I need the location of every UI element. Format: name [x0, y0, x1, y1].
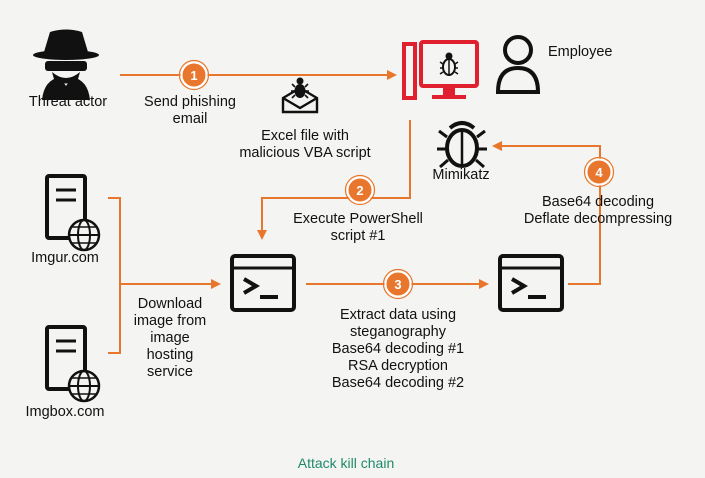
envelope-bug-icon [281, 77, 319, 114]
step-number: 1 [190, 68, 197, 83]
imgur-label: Imgur.com [31, 250, 99, 266]
download-label-line2: image from [133, 313, 207, 329]
step-3-label-line2: steganography [350, 324, 446, 340]
extract-detail-line1: Base64 decoding #1 [331, 341, 465, 357]
step-number: 2 [356, 183, 363, 198]
excel-label-line2: malicious VBA script [239, 145, 371, 161]
step-badge-2: 2 [344, 174, 376, 206]
step-1-label-line2: email [172, 111, 208, 127]
terminal-icon [230, 254, 296, 312]
person-icon [495, 35, 541, 94]
mimikatz-label: Mimikatz [432, 167, 490, 183]
connector-imgur [108, 197, 121, 354]
extract-detail-line3: Base64 decoding #2 [331, 375, 465, 391]
step-2-label-line2: script #1 [330, 228, 386, 244]
threat-actor-label: Threat actor [28, 94, 108, 110]
step-badge-1: 1 [178, 59, 210, 91]
employee-label: Employee [548, 44, 613, 60]
imgbox-label: Imgbox.com [25, 404, 105, 420]
step-4-label-line2: Deflate decompressing [523, 211, 673, 227]
arrow-computer-to-terminal-1 [257, 120, 411, 240]
step-badge-4: 4 [583, 156, 615, 188]
download-label-line1: Download [137, 296, 203, 312]
excel-label-line1: Excel file with [261, 128, 349, 144]
terminal-icon [498, 254, 564, 312]
computer-bug-icon [402, 40, 479, 100]
step-4-label-line1: Base64 decoding [541, 194, 655, 210]
step-1-label-line1: Send phishing [144, 94, 236, 110]
step-2-label-line1: Execute PowerShell [293, 211, 423, 227]
diagram-caption: Attack kill chain [297, 455, 395, 471]
step-number: 3 [394, 277, 401, 292]
download-label-line5: service [147, 364, 193, 380]
server-globe-icon [45, 325, 101, 403]
download-label-line4: hosting [146, 347, 194, 363]
arrow-terminal-2-to-mimikatz [492, 141, 601, 285]
download-label-line3: image [150, 330, 190, 346]
extract-detail-line2: RSA decryption [348, 358, 448, 374]
server-globe-icon [45, 174, 101, 252]
spy-icon [33, 29, 99, 100]
step-3-label-line1: Extract data using [339, 307, 457, 323]
step-number: 4 [595, 165, 603, 180]
bug-icon [437, 121, 487, 169]
step-badge-3: 3 [382, 268, 414, 300]
